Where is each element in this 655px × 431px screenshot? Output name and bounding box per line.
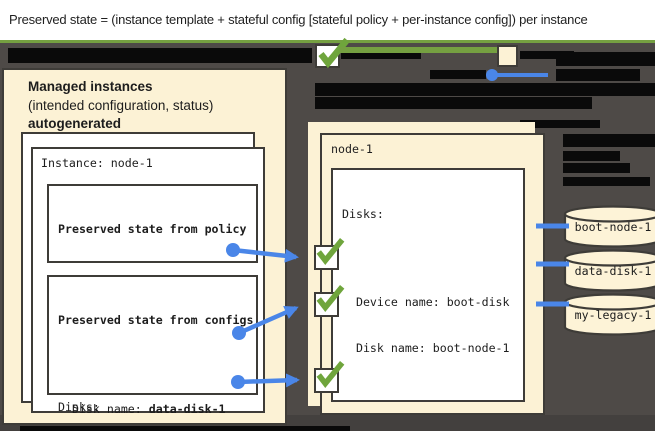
vm-disks-label: Disks: [342,207,384,221]
vm-instance-name: node-1 [331,142,373,156]
green-connector-line [340,47,497,53]
policy-disk-line: Disk name: data-disk-1 [58,402,256,418]
redacted-text-bar [315,83,655,96]
policy-disk-prefix: Disk name: [58,401,149,416]
disk-cylinder-boot: boot-node-1 [563,205,655,251]
instance-card-title: Instance: node-1 [41,156,153,170]
redacted-text-bar [315,97,592,109]
applied-checkbox-data-disk [314,238,345,270]
diagram-title-bar: Preserved state = (instance template + s… [0,0,655,43]
disk-icon [563,205,655,248]
header-line-3: autogenerated [28,116,122,131]
checkmark-icon [316,238,345,265]
disk-label: boot-node-1 [574,220,652,234]
vm-boot-device-line: Device name: boot-disk [342,294,510,309]
redacted-text-bar [520,51,574,59]
header-line-2: (intended configuration, status) [28,97,214,113]
disk-cylinder-legacy: my-legacy-1 [563,293,655,339]
redacted-text-bar [556,69,640,81]
legend-instance-swatch [497,45,518,67]
disk-icon [563,249,655,292]
vm-boot-disk-line: Disk name: boot-node-1 [342,341,510,355]
applied-checkbox-metadata [314,361,345,393]
checkmark-icon [316,285,345,312]
redacted-text-bar [563,134,655,147]
redacted-text-bar [563,151,620,161]
managed-instances-header: Managed instances (intended configuratio… [28,78,213,134]
preserved-state-from-policy-box: Preserved state from policy Disks: Devic… [47,184,258,416]
configs-disks-label: Disks: [58,399,100,414]
disk-label: my-legacy-1 [574,308,652,322]
redacted-text-bar [430,70,486,79]
redacted-text-bar [341,50,421,59]
legend-blue-arrow [486,69,548,81]
disk-cylinder-data: data-disk-1 [563,249,655,295]
redacted-text-bar [563,163,630,173]
vm-data-device-line: Device name: data-disk [342,430,523,431]
vm-disks-box: Disks: Device name: boot-disk Disk name:… [331,168,525,431]
checkmark-icon [318,37,350,69]
legend-checkmark-box [315,37,350,69]
checkmark-icon [316,361,345,388]
disk-icon [563,293,655,336]
redacted-text-bar [556,52,655,66]
policy-box-heading: Preserved state from policy [58,222,247,236]
disk-label: data-disk-1 [574,264,652,278]
header-line-1: Managed instances [28,79,153,94]
preserved-state-from-configs-box: Preserved state from configs Disks: Devi… [47,275,258,414]
redacted-text-bar [20,426,350,431]
policy-disk-value: data-disk-1 [148,401,226,416]
applied-checkbox-legacy-disk [314,285,345,317]
configs-box-heading: Preserved state from configs [58,313,254,327]
redacted-text-bar [563,177,650,186]
redacted-text-bar [520,120,600,128]
redacted-text-bar [8,48,312,63]
diagram-title: Preserved state = (instance template + s… [9,12,588,27]
